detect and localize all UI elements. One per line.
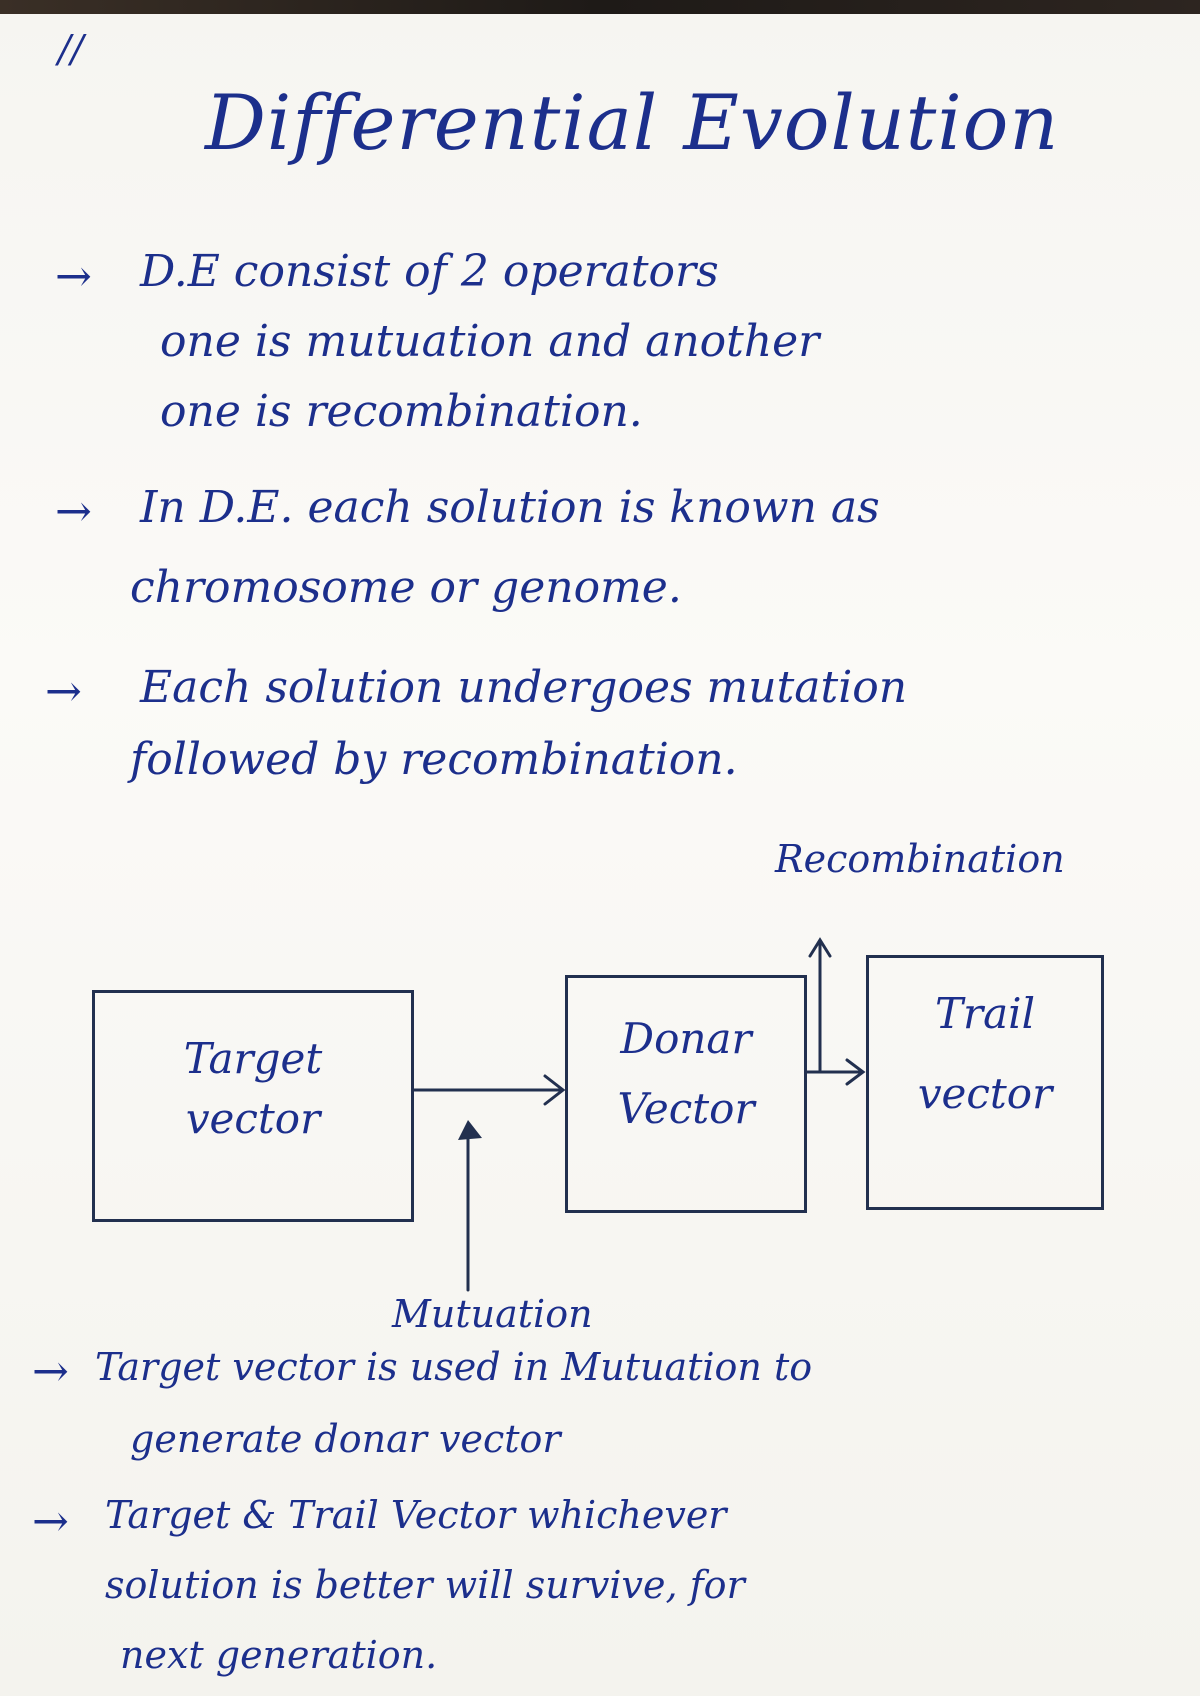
mutuation-label: Mutuation	[392, 1292, 593, 1336]
note-1-line-2: generate donar vector	[130, 1417, 561, 1461]
target-vector-label-2: vector	[185, 1094, 321, 1143]
bullet-arrow: →	[45, 666, 82, 717]
page-top-edge	[0, 0, 1200, 14]
arrow-head	[845, 1058, 866, 1086]
bullet-arrow: →	[55, 486, 92, 537]
note-arrow: →	[32, 1346, 69, 1397]
trail-vector-label-1: Trail	[935, 989, 1035, 1038]
bullet-arrow: →	[55, 251, 92, 302]
note-2-line-1: Target & Trail Vector whichever	[105, 1493, 727, 1537]
bullet-1-line-2: one is mutuation and another	[160, 316, 820, 367]
bullet-3-line-2: followed by recombination.	[130, 734, 738, 785]
page-title: Differential Evolution	[205, 78, 1060, 167]
bullet-2-line-1: In D.E. each solution is known as	[140, 482, 880, 533]
bullet-1-line-3: one is recombination.	[160, 386, 643, 437]
target-vector-label-1: Target	[183, 1034, 323, 1083]
note-2-line-2: solution is better will survive, for	[105, 1563, 745, 1607]
page-mark: //	[58, 27, 84, 71]
trail-vector-box: Trail vector	[866, 955, 1104, 1210]
note-1-line-1: Target vector is used in Mutuation to	[95, 1345, 813, 1389]
trail-vector-label-2: vector	[917, 1069, 1053, 1118]
arrow-head	[543, 1074, 566, 1106]
bullet-3-line-1: Each solution undergoes mutation	[140, 662, 908, 713]
bullet-2-line-2: chromosome or genome.	[130, 562, 682, 613]
bullet-1-line-1: D.E consist of 2 operators	[140, 246, 719, 297]
note-arrow: →	[32, 1496, 69, 1547]
target-vector-box: Target vector	[92, 990, 414, 1222]
recombination-label: Recombination	[775, 837, 1065, 881]
arrow-head	[808, 937, 832, 958]
arrow-head	[458, 1120, 482, 1140]
donar-vector-label-1: Donar	[620, 1014, 752, 1063]
donar-vector-label-2: Vector	[617, 1084, 755, 1133]
note-2-line-3: next generation.	[120, 1633, 438, 1677]
donar-vector-box: Donar Vector	[565, 975, 807, 1213]
